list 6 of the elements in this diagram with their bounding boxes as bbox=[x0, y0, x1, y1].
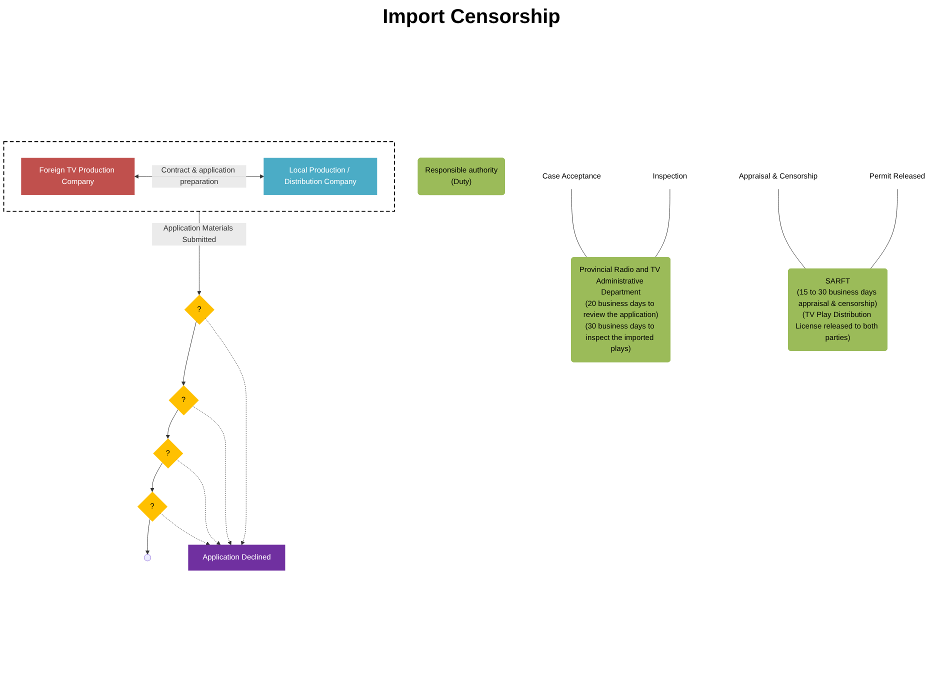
connector bbox=[571, 188, 588, 258]
cluster bbox=[3, 141, 396, 212]
connector bbox=[778, 188, 806, 270]
connector bbox=[654, 188, 670, 258]
diagram-title: Import Censorship bbox=[382, 6, 562, 29]
connector bbox=[870, 188, 898, 270]
